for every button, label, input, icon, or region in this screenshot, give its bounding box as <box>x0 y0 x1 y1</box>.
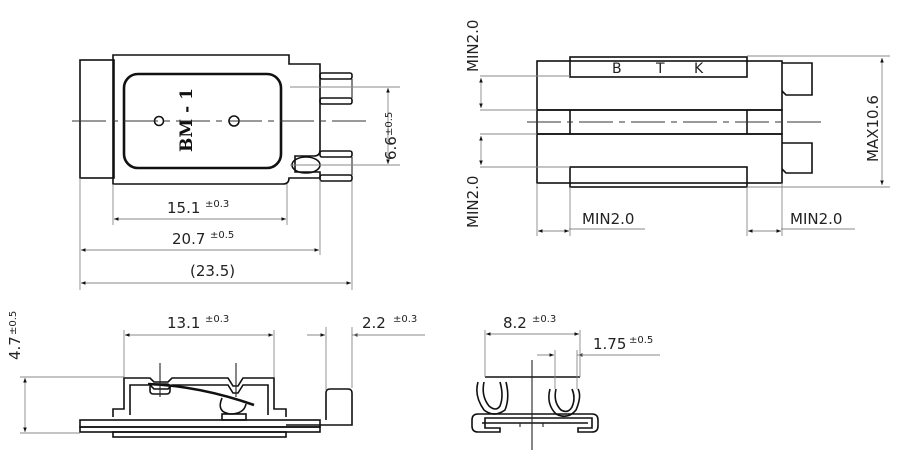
base-plate-top <box>79 419 321 428</box>
marking-strip <box>569 56 748 78</box>
svg-text:1.75: 1.75 <box>593 335 626 353</box>
base-plate-bottom <box>112 431 287 438</box>
dim-max-height: MAX10.6 <box>864 95 882 162</box>
u-terminal-left <box>476 381 509 415</box>
cover-outline <box>112 377 287 417</box>
side-terminal <box>320 388 353 426</box>
dim-terminal-width: 2.2 ±0.3 <box>362 314 417 332</box>
pin <box>319 97 353 105</box>
pin <box>319 150 353 158</box>
lower-block <box>536 133 783 184</box>
side-view: 4.7 ±0.5 13.1 ±0.3 2.2 ±0.3 <box>6 311 425 438</box>
dim-cover-width: 13.1 ±0.3 <box>167 314 229 332</box>
svg-text:2.2: 2.2 <box>362 314 386 332</box>
svg-text:±0.3: ±0.3 <box>205 199 229 210</box>
bimetal-blade <box>147 382 255 407</box>
svg-text:±0.5: ±0.5 <box>8 311 19 335</box>
pins <box>319 72 353 182</box>
end-cap <box>79 59 115 179</box>
contact-base <box>221 413 247 421</box>
marking-b: B <box>612 61 622 77</box>
dim-bottom-min: MIN2.0 <box>464 176 482 228</box>
svg-text:8.2: 8.2 <box>503 314 527 332</box>
bottom-strip <box>569 166 748 188</box>
svg-text:±0.3: ±0.3 <box>205 314 229 325</box>
svg-text:15.1: 15.1 <box>167 199 200 217</box>
terminal-upper <box>781 62 813 96</box>
dim-top-min: MIN2.0 <box>464 20 482 72</box>
svg-text:4.7: 4.7 <box>6 336 24 360</box>
end-base <box>471 413 599 433</box>
pin <box>319 174 353 182</box>
svg-text:±0.5: ±0.5 <box>384 112 395 136</box>
marking-k: K <box>694 61 704 77</box>
marking-t: T <box>655 61 665 77</box>
dim-body-width: 20.7 ±0.5 <box>172 230 234 248</box>
svg-text:20.7: 20.7 <box>172 230 205 248</box>
svg-text:6.6: 6.6 <box>382 136 400 160</box>
svg-text:±0.5: ±0.5 <box>210 230 234 241</box>
end-view: 8.2 ±0.3 1.75 ±0.5 <box>471 314 660 450</box>
u-terminal-right <box>548 388 581 418</box>
lead-view: B T K MIN2.0 MIN2.0 MIN2.0 <box>464 20 890 236</box>
svg-text:±0.3: ±0.3 <box>532 314 556 325</box>
pin <box>319 72 353 80</box>
svg-text:±0.3: ±0.3 <box>393 314 417 325</box>
dim-total-width: (23.5) <box>190 262 235 280</box>
dim-end-offset: 1.75 ±0.5 <box>593 335 653 353</box>
dim-inner-width: 15.1 ±0.3 <box>167 199 229 217</box>
dim-left-min: MIN2.0 <box>582 210 634 228</box>
terminal-lower <box>781 142 813 174</box>
dim-side-height: 4.7 ±0.5 <box>6 311 24 360</box>
dim-pin-spacing: 6.6 ±0.5 <box>382 112 400 160</box>
body-label: BM - 1 <box>177 88 197 152</box>
dim-end-width: 8.2 ±0.3 <box>503 314 556 332</box>
svg-text:±0.5: ±0.5 <box>629 335 653 346</box>
svg-text:13.1: 13.1 <box>167 314 200 332</box>
body-outline <box>112 54 321 185</box>
top-view: BM - 1 6.6 ±0.5 15.1 ±0. <box>72 54 400 290</box>
dim-right-min: MIN2.0 <box>790 210 842 228</box>
